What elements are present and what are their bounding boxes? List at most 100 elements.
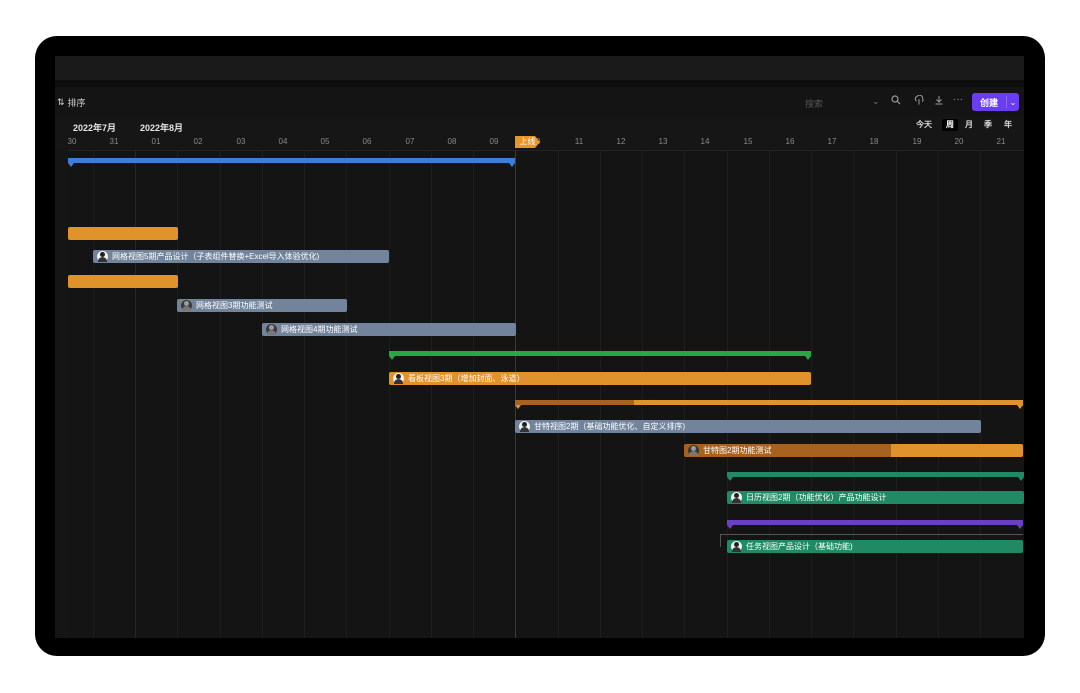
- grid-line: [980, 150, 981, 638]
- task-bar[interactable]: 网格视图3期功能测试: [177, 299, 347, 312]
- grid-line: [304, 150, 305, 638]
- summary-bar-green[interactable]: [389, 351, 811, 360]
- upload-icon[interactable]: [914, 94, 924, 108]
- day-label: 12: [616, 137, 626, 146]
- avatar: [266, 324, 277, 335]
- milestone-line: [515, 150, 516, 638]
- avatar: [97, 251, 108, 262]
- zoom-year-button[interactable]: 年: [1004, 120, 1012, 129]
- day-label: 03: [236, 137, 246, 146]
- today-button[interactable]: 今天: [916, 120, 932, 129]
- zoom-quarter-button[interactable]: 季: [984, 120, 992, 129]
- summary-bar-blue[interactable]: [68, 158, 515, 167]
- create-dropdown-chevron-icon[interactable]: ⌄: [1009, 97, 1017, 107]
- grid-line: [93, 150, 94, 638]
- task-bar-orange-1[interactable]: [68, 227, 178, 240]
- task-bar[interactable]: 日历视图2期（功能优化）产品功能设计: [727, 491, 1024, 504]
- create-button[interactable]: 创建 ⌄: [972, 93, 1019, 111]
- month-label-july: 2022年7月: [73, 123, 117, 133]
- search-input[interactable]: 搜索 ⌄: [802, 94, 886, 110]
- day-label: 19: [912, 137, 922, 146]
- search-placeholder: 搜索: [805, 99, 824, 109]
- task-label: 网格视图3期功能测试: [196, 301, 273, 310]
- day-label: 08: [447, 137, 457, 146]
- left-gutter: [55, 150, 68, 638]
- task-bar[interactable]: 甘特图2期功能测试: [684, 444, 1023, 457]
- task-label: 网格视图4期功能测试: [281, 325, 358, 334]
- task-bar[interactable]: 网格视图5期产品设计（子表组件替换+Excel导入体验优化): [93, 250, 389, 263]
- day-label: 21: [996, 137, 1006, 146]
- grid-line: [811, 150, 812, 638]
- toolbar: ⇅ 排序 搜索 ⌄ ··· 创建 ⌄: [55, 87, 1024, 117]
- header-gap: [55, 80, 1024, 87]
- zoom-week-button[interactable]: 周: [942, 119, 958, 131]
- task-bar[interactable]: 网格视图4期功能测试: [262, 323, 516, 336]
- sort-label: 排序: [67, 98, 86, 108]
- day-label: 02: [193, 137, 203, 146]
- grid-line: [684, 150, 685, 638]
- day-label: 31: [109, 137, 119, 146]
- grid-line: [853, 150, 854, 638]
- summary-progress: [515, 400, 634, 405]
- grid-line: [220, 150, 221, 638]
- create-label: 创建: [979, 97, 998, 108]
- day-label: 09: [489, 137, 499, 146]
- summary-bar-teal[interactable]: [727, 472, 1024, 481]
- milestone-flag[interactable]: 上线: [515, 136, 540, 148]
- device-frame: ⇅ 排序 搜索 ⌄ ··· 创建 ⌄ 2022年: [35, 36, 1045, 656]
- grid-line: [177, 150, 178, 638]
- dependency-line: [727, 534, 1023, 535]
- grid-line: [727, 150, 728, 638]
- day-label: 18: [869, 137, 879, 146]
- grid-line: [558, 150, 559, 638]
- day-label: 15: [743, 137, 753, 146]
- day-label: 01: [151, 137, 161, 146]
- avatar: [731, 492, 742, 503]
- dependency-connector: [720, 534, 728, 547]
- day-label: 20: [954, 137, 964, 146]
- task-bar-orange-2[interactable]: [68, 275, 178, 288]
- grid-line: [262, 150, 263, 638]
- task-label: 甘特图2期功能测试: [703, 446, 772, 455]
- top-header-strip: [55, 56, 1024, 80]
- summary-bar-orange[interactable]: [515, 400, 1023, 409]
- sort-icon: ⇅: [57, 97, 65, 107]
- grid-line: [431, 150, 432, 638]
- day-label: 06: [362, 137, 372, 146]
- task-label: 网格视图5期产品设计（子表组件替换+Excel导入体验优化): [112, 252, 320, 261]
- avatar: [181, 300, 192, 311]
- chevron-down-icon[interactable]: ⌄: [872, 96, 880, 106]
- grid-line: [135, 150, 136, 638]
- grid-line: [473, 150, 474, 638]
- zoom-month-button[interactable]: 月: [965, 120, 973, 129]
- task-bar[interactable]: 甘特视图2期（基础功能优化、自定义排序): [515, 420, 981, 433]
- avatar: [688, 445, 699, 456]
- month-label-august: 2022年8月: [140, 123, 184, 133]
- grid-line: [346, 150, 347, 638]
- day-label: 13: [658, 137, 668, 146]
- sort-button[interactable]: ⇅ 排序: [57, 96, 86, 109]
- avatar: [393, 373, 404, 384]
- day-label: 17: [827, 137, 837, 146]
- task-label: 任务视图产品设计（基础功能): [746, 542, 853, 551]
- grid-line: [600, 150, 601, 638]
- month-header: 2022年7月 2022年8月 今天 周 月 季 年: [55, 117, 1024, 135]
- avatar: [731, 541, 742, 552]
- summary-bar-purple[interactable]: [727, 520, 1023, 529]
- timeline-grid: [55, 150, 1024, 638]
- gantt-view: ⇅ 排序 搜索 ⌄ ··· 创建 ⌄ 2022年: [55, 56, 1024, 638]
- task-bar[interactable]: 看板视图3期（增加封面、泳道）: [389, 372, 811, 385]
- search-icon[interactable]: [891, 95, 901, 108]
- grid-line: [769, 150, 770, 638]
- download-icon[interactable]: [934, 95, 944, 108]
- day-label: 30: [67, 137, 77, 146]
- grid-line: [938, 150, 939, 638]
- grid-line: [896, 150, 897, 638]
- create-divider: [1006, 96, 1007, 108]
- day-label: 14: [700, 137, 710, 146]
- task-bar[interactable]: 任务视图产品设计（基础功能): [727, 540, 1023, 553]
- day-label: 11: [574, 137, 584, 146]
- task-label: 甘特视图2期（基础功能优化、自定义排序): [534, 422, 686, 431]
- grid-line: [389, 150, 390, 638]
- more-icon[interactable]: ···: [953, 94, 963, 105]
